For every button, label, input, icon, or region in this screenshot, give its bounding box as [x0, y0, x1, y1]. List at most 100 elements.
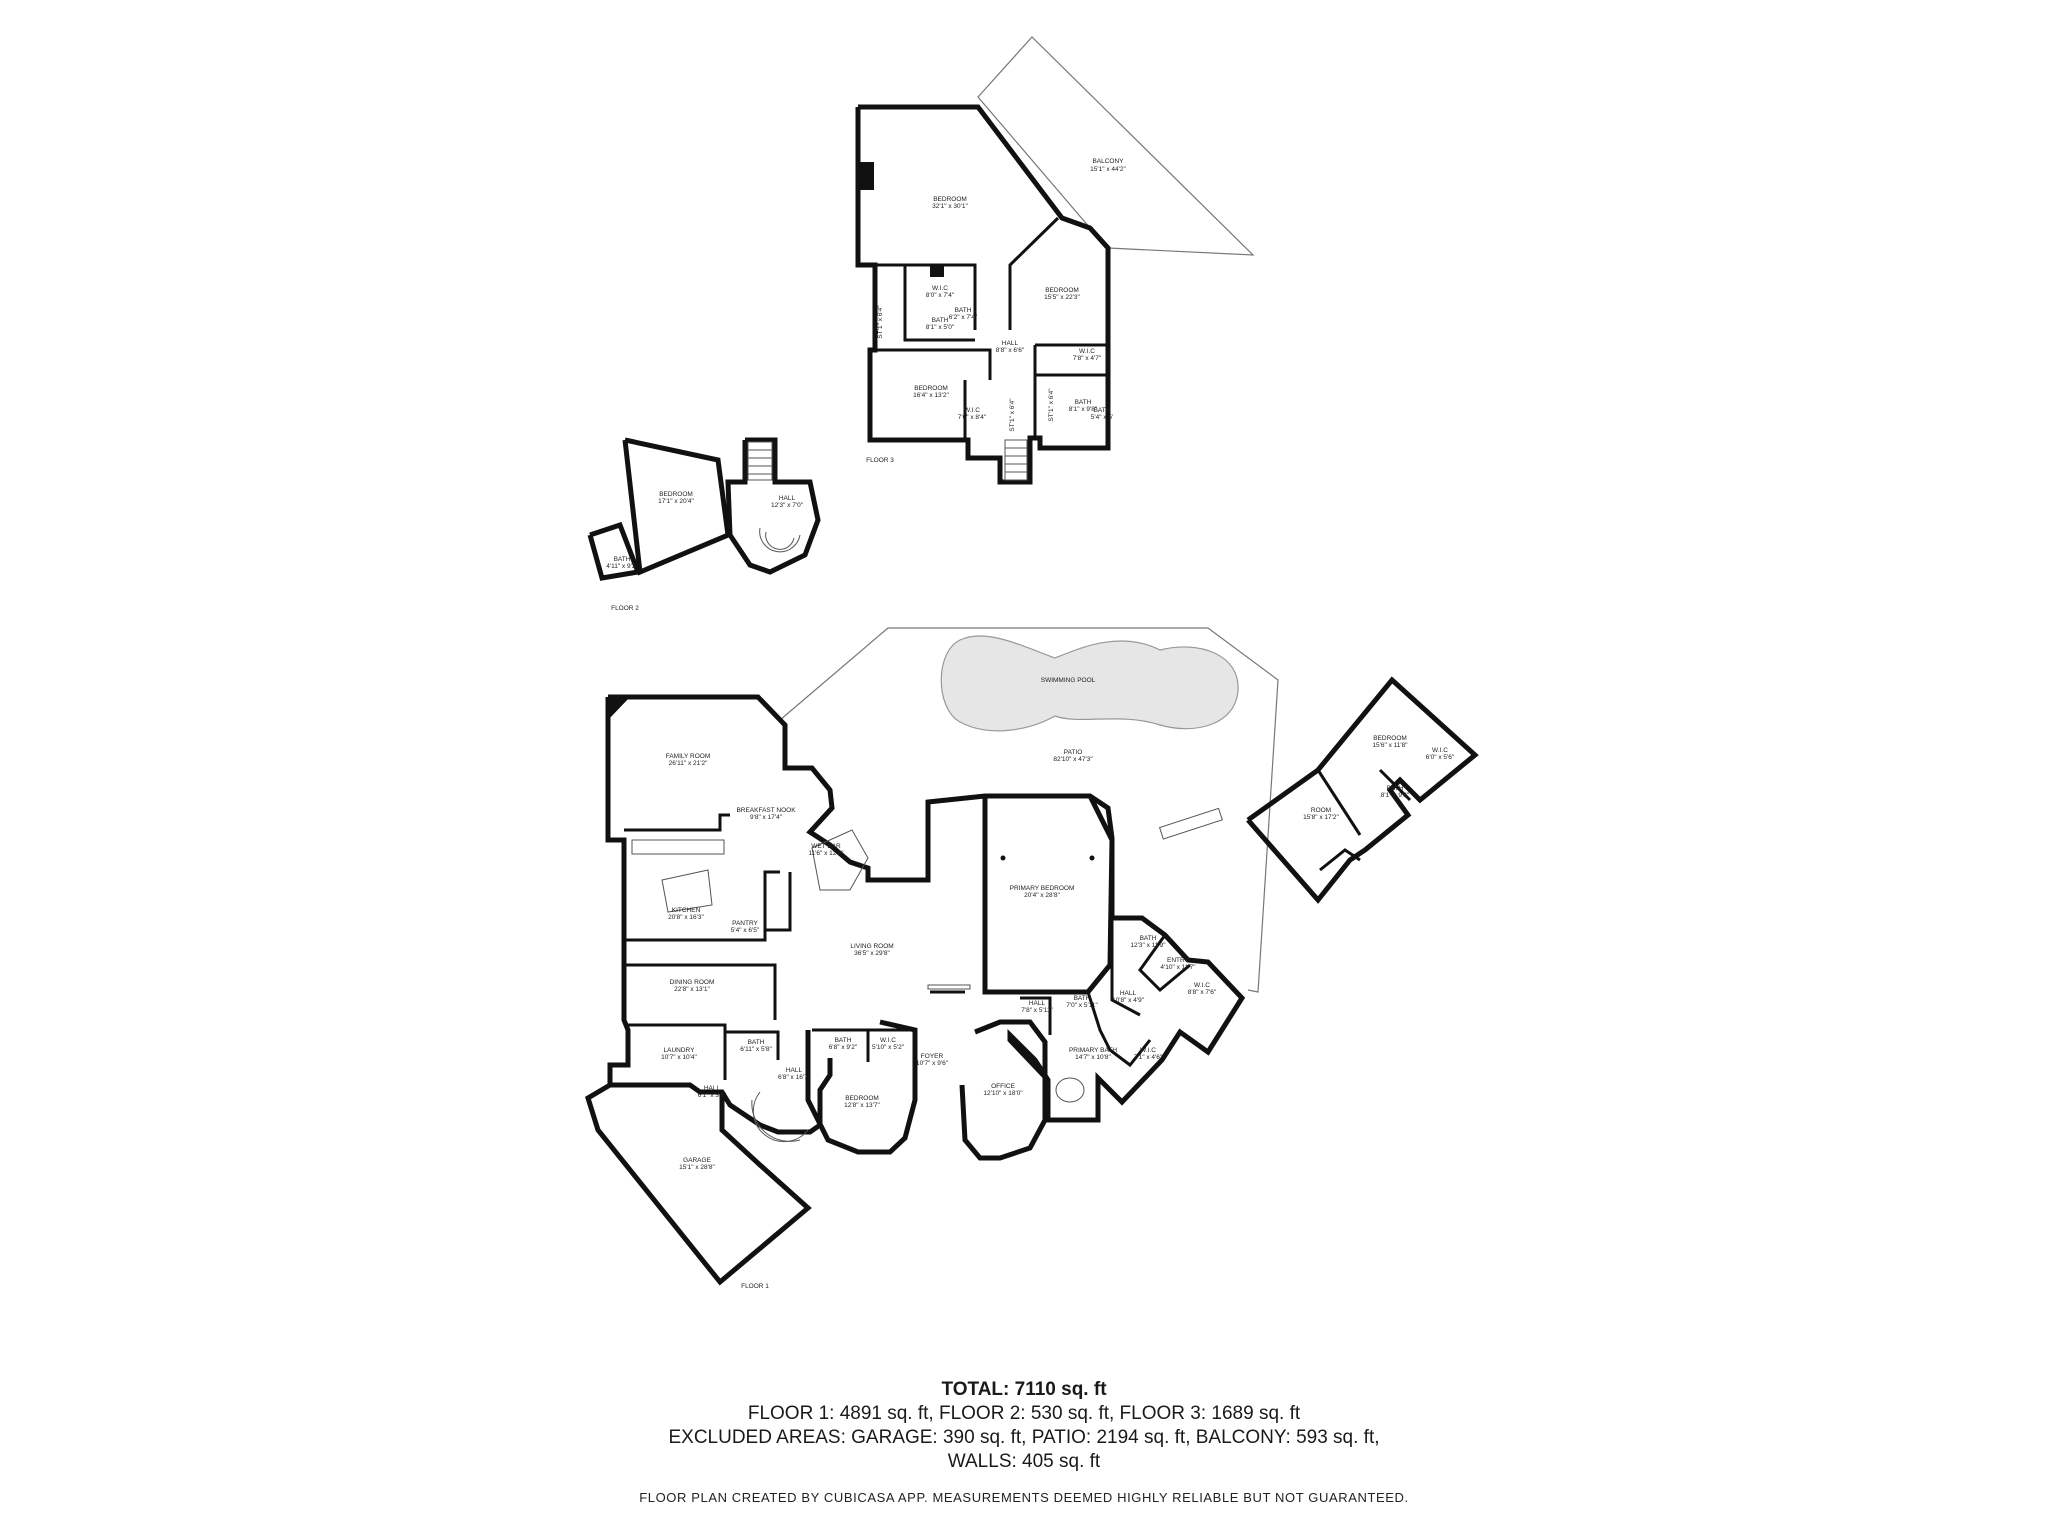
entry-label: ENTRY: [1167, 957, 1190, 964]
floor1-interior-wall: [624, 813, 730, 832]
closet-label: ST'1" x 6'4": [1048, 388, 1055, 422]
bath-label: BATH: [1094, 407, 1111, 414]
patio-dims: 82'10" x 47'3": [1053, 756, 1093, 763]
wic-label: W.I.C: [964, 407, 980, 414]
floor-areas: FLOOR 1: 4891 sq. ft, FLOOR 2: 530 sq. f…: [747, 1403, 1301, 1424]
total-area: TOTAL: 7110 sq. ft: [941, 1379, 1107, 1400]
garage-dims: 15'1" x 28'8": [679, 1164, 715, 1171]
hall-label: HALL: [779, 495, 796, 502]
office-dims: 12'10" x 18'0": [983, 1090, 1023, 1097]
floor2-exterior-wall: [587, 521, 642, 581]
closet-block-icon: [930, 265, 944, 277]
kitchen-label: KITCHEN: [672, 907, 701, 914]
hall-label: HALL: [786, 1067, 803, 1074]
bath-label: BATH: [955, 307, 972, 314]
bath-label: BATH: [932, 317, 949, 324]
wic-dims: 7'1" x 4'6": [1134, 1054, 1163, 1061]
breakfast-nook-dims: 9'8" x 17'4": [750, 814, 783, 821]
floor1-interior-wall: [624, 870, 780, 942]
floor2-exterior-wall: [725, 437, 821, 575]
floor3-interior-wall: [875, 263, 977, 330]
bedroom-label: BEDROOM: [845, 1095, 879, 1102]
bath-dims: 6'8" x 9'2": [829, 1044, 858, 1051]
floor1-interior-wall: [765, 872, 792, 932]
closet-label: ST'1" x 6'4": [877, 305, 884, 339]
swimming-pool-label: SWIMMING POOL: [1041, 677, 1096, 684]
guest-wing-interior: [1319, 848, 1361, 872]
bedroom-dims: 15'5" x 22'3": [1044, 294, 1080, 301]
closet-label: ST'1" x 6'4": [1009, 398, 1016, 432]
bedroom-label: BEDROOM: [659, 491, 693, 498]
floor-1-label: FLOOR 1: [741, 1283, 769, 1290]
bedroom-dims: 16'4" x 13'2": [913, 392, 949, 399]
floor-2-label: FLOOR 2: [611, 605, 639, 612]
hall-dims: 7'8" x 5'11": [1021, 1007, 1053, 1014]
wic-label: W.I.C: [1140, 1047, 1156, 1054]
garage-label: GARAGE: [683, 1157, 711, 1164]
bedroom-label: BEDROOM: [914, 385, 948, 392]
hall-label: HALL: [1002, 340, 1019, 347]
lounger-icon: [1158, 807, 1223, 840]
floor1-bedroom-wall: [805, 1019, 918, 1155]
garage-wall: [585, 1082, 812, 1286]
guest-bedroom-dims: 15'6" x 11'8": [1372, 742, 1408, 749]
wic-label: W.I.C: [932, 285, 948, 292]
guest-bath-label: BATH: [1387, 785, 1404, 792]
floor3-interior-wall: [1008, 216, 1060, 330]
balcony-outline: [977, 36, 1255, 256]
wic-dims: 8'0" x 7'4": [926, 292, 955, 299]
floor-3-label: FLOOR 3: [866, 457, 894, 464]
wet-bar-label: WET BAR: [811, 843, 841, 850]
bedroom-dims: 12'8" x 13'7": [844, 1102, 880, 1109]
foyer-label: FOYER: [921, 1053, 944, 1060]
spiral-stair-icon: [759, 527, 801, 553]
fireplace-icon: [608, 697, 630, 720]
bedroom-dims: 32'1" x 30'1": [932, 203, 968, 210]
stairs-icon: [1004, 439, 1028, 481]
floor2-exterior-wall: [622, 437, 731, 576]
bath-label: BATH: [1140, 935, 1157, 942]
bath-label: BATH: [835, 1037, 852, 1044]
primary-bedroom-dims: 20'4" x 28'8": [1024, 892, 1060, 899]
bath-dims: 6'2" x 7'4": [949, 314, 978, 321]
bath-label: BATH: [1074, 995, 1091, 1002]
bath-dims: 5'4" x 5': [1091, 414, 1114, 421]
hall-dims: 10'8" x 4'9": [1112, 997, 1145, 1004]
walls-area: WALLS: 405 sq. ft: [947, 1451, 1101, 1472]
dining-room-label: DINING ROOM: [670, 979, 715, 986]
guest-bath-dims: 8'1" x 9'8": [1381, 792, 1410, 799]
hall-dims: 8'8" x 6'6": [996, 347, 1025, 354]
living-room-label: LIVING ROOM: [850, 943, 893, 950]
bedroom-dims: 17'1" x 20'4": [658, 498, 694, 505]
bedroom-label: BEDROOM: [933, 196, 967, 203]
patio-outline: [779, 627, 1279, 993]
tub-icon: [1055, 1077, 1085, 1103]
primary-bedroom-wall: [982, 794, 1115, 995]
wic-label: W.I.C: [1079, 348, 1095, 355]
hall-label: HALL: [1120, 990, 1137, 997]
wic-label: W.I.C: [1194, 982, 1210, 989]
laundry-label: LAUNDRY: [664, 1047, 696, 1054]
office-wall: [959, 1019, 1048, 1161]
floor1-interior-wall: [725, 1030, 780, 1060]
guest-room-label: ROOM: [1311, 807, 1331, 814]
floor1-interior-wall: [1110, 918, 1141, 1017]
floor1-interior-wall: [1020, 996, 1052, 1035]
floor1-interior-wall: [624, 1023, 727, 1080]
kitchen-counter-icon: [631, 839, 725, 855]
wic-dims: 8'8" x 7'6": [1188, 989, 1217, 996]
kitchen-island-icon: [661, 869, 713, 913]
swimming-pool-shape: [940, 635, 1239, 732]
bath-dims: 12'3" x 11'9": [1130, 942, 1166, 949]
bath-dims: 8'1" x 5'0": [926, 324, 955, 331]
guest-wing-interior: [1316, 769, 1362, 836]
balcony-dims: 15'1" x 44'2": [1090, 166, 1126, 173]
bath-label: BATH: [1075, 399, 1092, 406]
floor-3-plan: BALCONY 15'1" x 44'2" BEDROOM 32'1" x 30…: [855, 36, 1255, 485]
bath-label: BATH: [748, 1039, 765, 1046]
bedroom-label: BEDROOM: [1045, 287, 1079, 294]
wet-bar-icon: [811, 829, 869, 891]
wic-label: W.I.C: [880, 1037, 896, 1044]
wic-dims: 7'0" x 8'4": [958, 414, 987, 421]
